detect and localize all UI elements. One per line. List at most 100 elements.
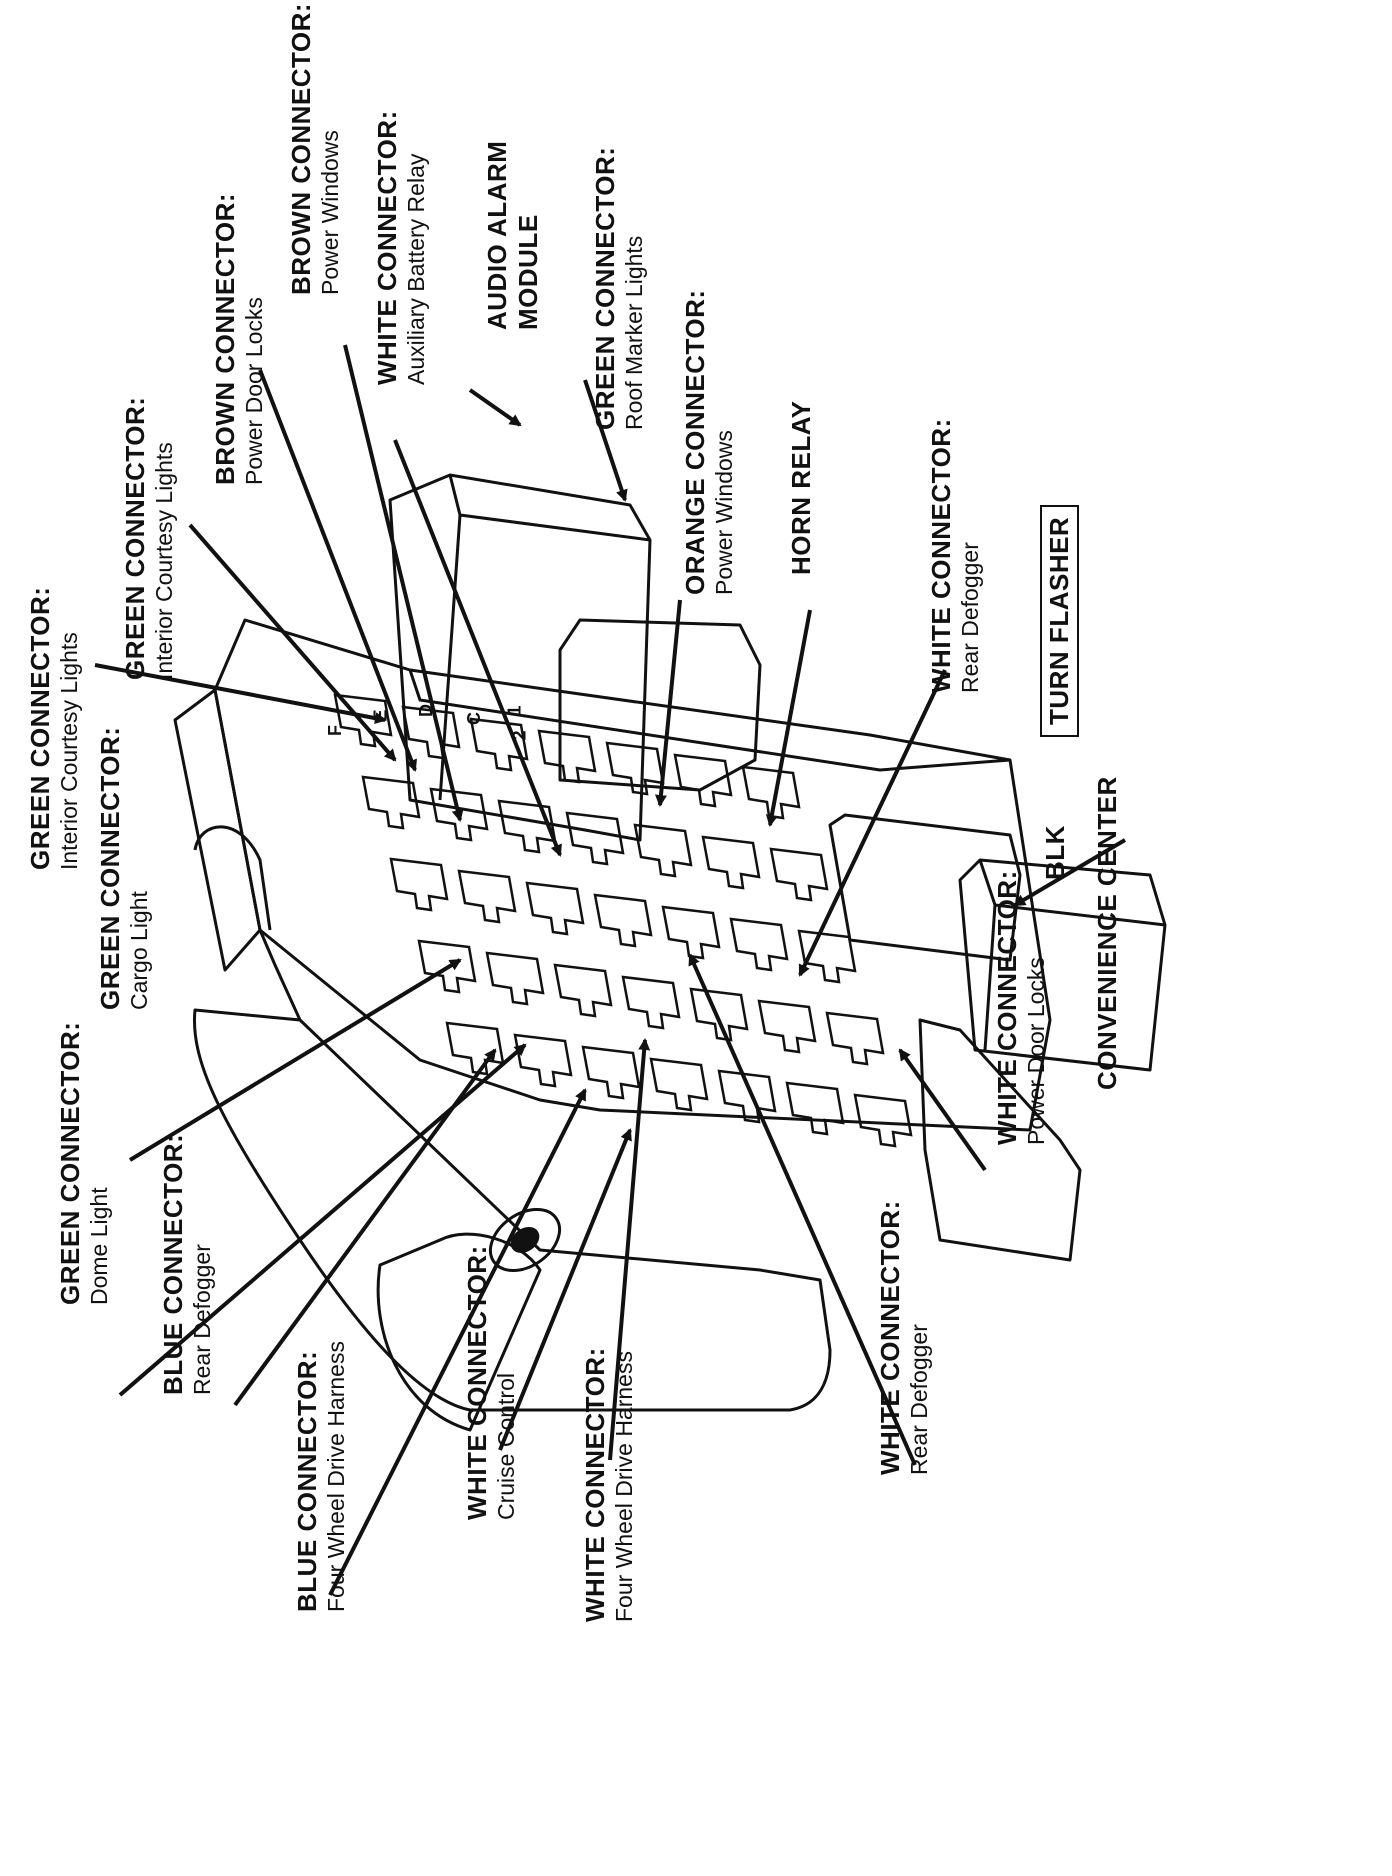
slot-letter: C [464, 712, 484, 725]
connector-socket [361, 775, 421, 830]
connector-socket [785, 1081, 845, 1136]
leader-arrow [468, 388, 522, 427]
label-blue-4wd-harness: BLUE CONNECTOR: Four Wheel Drive Harness [292, 1341, 350, 1612]
label-head: WHITE CONNECTOR: [372, 110, 402, 385]
connector-socket [853, 1093, 913, 1148]
slot-letter: 2 [509, 730, 530, 741]
label-white-4wd-harness: WHITE CONNECTOR: Four Wheel Drive Harnes… [580, 1347, 638, 1622]
connector-socket [717, 1069, 777, 1124]
leader-arrow [258, 369, 417, 772]
label-head: WHITE CONNECTOR: [992, 870, 1022, 1145]
connector-socket [649, 1057, 709, 1112]
label-head: GREEN CONNECTOR: [120, 396, 150, 680]
connector-socket [389, 857, 449, 912]
label-blue-rear-defogger: BLUE CONNECTOR: Rear Defogger [158, 1134, 216, 1395]
leader-arrow [343, 344, 464, 822]
label-sub: Rear Defogger [956, 542, 983, 693]
leader-arrow [583, 379, 628, 502]
connector-socket [797, 929, 857, 984]
leader-arrow [94, 663, 387, 725]
leader-arrow [898, 1048, 987, 1172]
label-head: BROWN CONNECTOR: [286, 2, 316, 295]
audio-alarm-line1: AUDIO ALARM [482, 140, 512, 330]
label-head: WHITE CONNECTOR: [875, 1200, 905, 1475]
connector-socket [445, 1021, 505, 1076]
label-sub: Four Wheel Drive Harness [610, 1351, 637, 1622]
label-head: GREEN CONNECTOR: [55, 1021, 85, 1305]
slot-letter: E [370, 709, 391, 722]
label-sub: Four Wheel Drive Harness [322, 1341, 349, 1612]
leader-arrow [233, 1048, 497, 1407]
label-head: GREEN CONNECTOR: [95, 726, 125, 1010]
label-sub: Rear Defogger [188, 1244, 215, 1395]
audio-alarm-line2: MODULE [512, 214, 543, 330]
leader-arrow [688, 953, 917, 1466]
connector-socket [525, 881, 585, 936]
label-head: BLUE CONNECTOR: [158, 1133, 188, 1395]
title-text: CONVENIENCE CENTER [1092, 776, 1122, 1090]
label-head: WHITE CONNECTOR: [462, 1245, 492, 1520]
leader-arrow [393, 439, 562, 857]
connector-socket [417, 939, 477, 994]
label-sub: Cargo Light [125, 891, 152, 1010]
cylinder-post [376, 1232, 542, 1432]
page-title: CONVENIENCE CENTER [1092, 776, 1123, 1090]
connector-socket [333, 693, 393, 748]
label-sub: Rear Defogger [905, 1324, 932, 1475]
connector-socket [661, 905, 721, 960]
label-sub: Cruise Control [492, 1373, 519, 1520]
leader-arrow [498, 1128, 632, 1451]
connector-socket [769, 847, 829, 902]
turn-flasher-text: TURN FLASHER [1040, 504, 1079, 737]
connector-socket [497, 799, 557, 854]
leader-arrow [328, 1088, 587, 1596]
leader-arrow [608, 1038, 651, 1461]
label-sub: Power Door Locks [240, 297, 267, 485]
connector-socket [621, 975, 681, 1030]
leader-arrow [1013, 838, 1127, 907]
label-brown-power-door-locks: BROWN CONNECTOR: Power Door Locks [210, 193, 268, 485]
label-sub: Interior Courtesy Lights [55, 632, 82, 870]
label-white-power-door-locks: WHITE CONNECTOR: Power Door Locks [992, 870, 1050, 1145]
connector-socket [593, 893, 653, 948]
connector-socket [537, 729, 597, 784]
left-clip [173, 688, 262, 972]
label-head: GREEN CONNECTOR: [25, 586, 55, 870]
connector-socket [485, 951, 545, 1006]
label-head: BLUE CONNECTOR: [292, 1350, 322, 1612]
label-turn-flasher: TURN FLASHER [1040, 504, 1079, 737]
connector-socket [757, 999, 817, 1054]
connector-socket [513, 1033, 573, 1088]
connector-socket [581, 1045, 641, 1100]
label-sub: Auxiliary Battery Relay [402, 153, 429, 385]
label-green-roof-marker: GREEN CONNECTOR: Roof Marker Lights [590, 147, 648, 430]
base-plate [192, 1008, 832, 1412]
label-green-interior-courtesy-a: GREEN CONNECTOR: Interior Courtesy Light… [25, 587, 83, 870]
connector-socket [457, 869, 517, 924]
connector-socket [741, 765, 801, 820]
slot-letter: F [325, 725, 345, 736]
label-orange-power-windows: ORANGE CONNECTOR: Power Windows [680, 289, 738, 595]
label-green-dome-light: GREEN CONNECTOR: Dome Light [55, 1022, 113, 1305]
connector-socket [429, 787, 489, 842]
label-head: WHITE CONNECTOR: [926, 418, 956, 693]
connector-socket [673, 753, 733, 808]
label-horn-relay: HORN RELAY [786, 400, 817, 575]
connector-socket [565, 811, 625, 866]
label-head: ORANGE CONNECTOR: [680, 289, 710, 595]
connector-socket [605, 741, 665, 796]
label-white-rear-defogger-top: WHITE CONNECTOR: Rear Defogger [926, 418, 984, 693]
audio-alarm-box [388, 473, 652, 842]
label-head: GREEN CONNECTOR: [590, 146, 620, 430]
right-lower-housing [918, 1018, 1082, 1262]
label-white-rear-defogger-bottom: WHITE CONNECTOR: Rear Defogger [875, 1200, 933, 1475]
leader-arrow [798, 669, 947, 977]
connector-socket [469, 717, 529, 772]
leader-arrow [128, 958, 462, 1162]
label-sub: Dome Light [85, 1187, 112, 1305]
roof-marker-housing [558, 618, 762, 792]
label-sub: Power Windows [316, 130, 343, 295]
label-green-interior-courtesy-b: GREEN CONNECTOR: Interior Courtesy Light… [120, 397, 178, 680]
